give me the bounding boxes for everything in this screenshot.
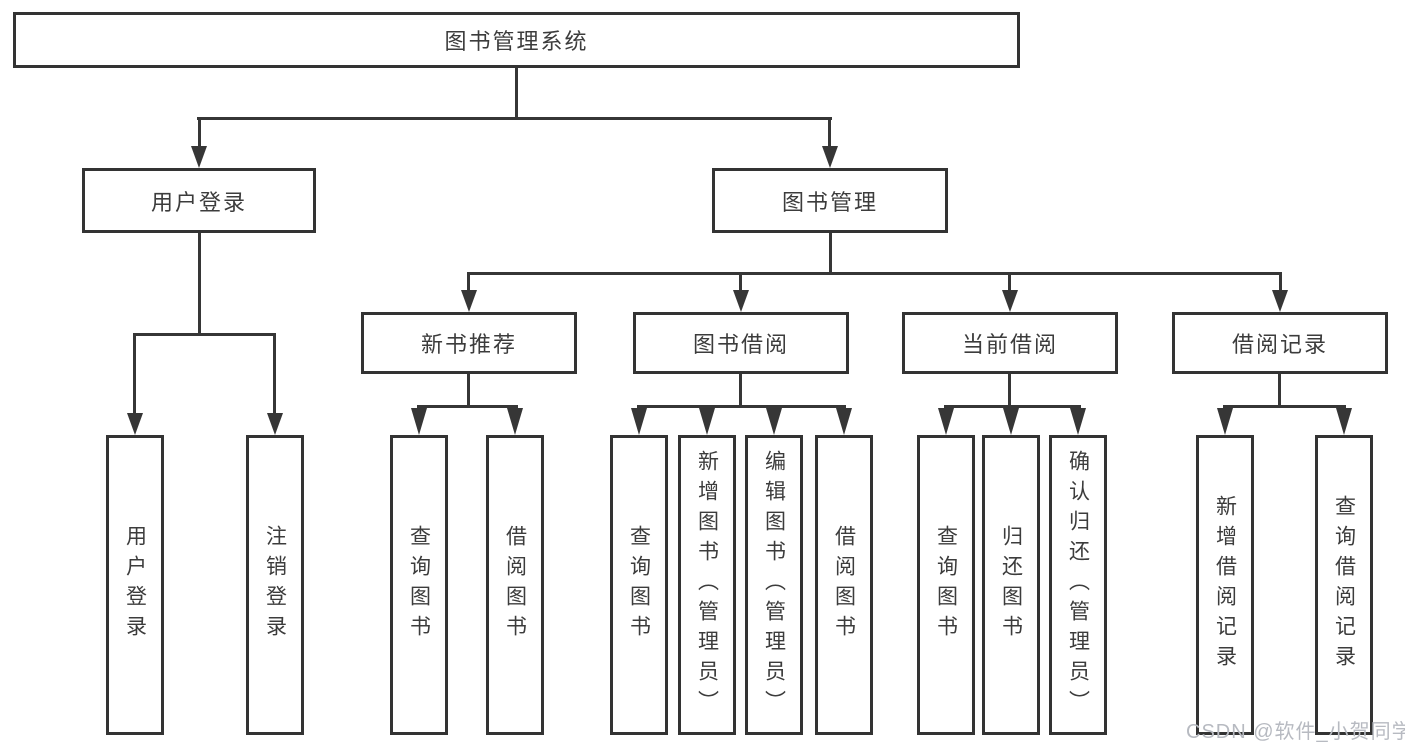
line xyxy=(1278,374,1281,408)
node-book-borrowing: 图书借阅 xyxy=(633,312,849,374)
node-borrow-records: 借阅记录 xyxy=(1172,312,1388,374)
arrow-down-icon xyxy=(766,408,782,435)
arrow-down-icon xyxy=(267,413,283,435)
node-user-login: 用户登录 xyxy=(82,168,316,233)
line xyxy=(467,272,470,292)
arrow-down-icon xyxy=(938,408,954,435)
leaf-user-login: 用户登录 xyxy=(106,435,164,735)
arrow-down-icon xyxy=(1002,290,1018,312)
leaf-query-books: 查询图书 xyxy=(917,435,975,735)
leaf-query-books: 查询图书 xyxy=(390,435,448,735)
leaf-return-books: 归还图书 xyxy=(982,435,1040,735)
line xyxy=(133,333,276,336)
arrow-down-icon xyxy=(461,290,477,312)
arrow-down-icon xyxy=(1003,408,1019,435)
line xyxy=(273,333,276,415)
node-book-management: 图书管理 xyxy=(712,168,948,233)
arrow-down-icon xyxy=(822,146,838,168)
line xyxy=(197,117,832,120)
arrow-down-icon xyxy=(699,408,715,435)
node-new-book-recommend: 新书推荐 xyxy=(361,312,577,374)
line xyxy=(417,405,518,408)
node-label: 用户登录 xyxy=(150,189,247,215)
line xyxy=(1279,272,1282,292)
leaf-confirm-return-admin: 确认归还（管理员） xyxy=(1049,435,1107,735)
line xyxy=(739,374,742,408)
leaf-query-books: 查询图书 xyxy=(610,435,668,735)
line xyxy=(1008,374,1011,408)
node-label: 当前借阅 xyxy=(961,332,1058,357)
node-label: 新书推荐 xyxy=(420,332,517,357)
arrow-down-icon xyxy=(836,408,852,435)
arrow-down-icon xyxy=(507,408,523,435)
node-current-borrowing: 当前借阅 xyxy=(902,312,1118,374)
line xyxy=(637,405,846,408)
arrow-down-icon xyxy=(1217,408,1233,435)
line xyxy=(1008,272,1011,292)
node-root: 图书管理系统 xyxy=(13,12,1020,68)
line xyxy=(133,333,136,415)
line xyxy=(467,374,470,408)
arrow-down-icon xyxy=(411,408,427,435)
line xyxy=(198,117,201,148)
line xyxy=(1223,405,1346,408)
arrow-down-icon xyxy=(127,413,143,435)
node-label: 借阅记录 xyxy=(1231,332,1328,357)
arrow-down-icon xyxy=(1272,290,1288,312)
leaf-borrow-books: 借阅图书 xyxy=(486,435,544,735)
leaf-add-borrow-record: 新增借阅记录 xyxy=(1196,435,1254,735)
arrow-down-icon xyxy=(733,290,749,312)
line xyxy=(198,233,201,336)
watermark: CSDN @软件_小贺同学 xyxy=(1186,721,1405,743)
arrow-down-icon xyxy=(191,146,207,168)
line xyxy=(828,117,831,148)
line xyxy=(739,272,742,292)
node-label: 图书管理 xyxy=(781,189,878,215)
line xyxy=(515,68,518,120)
arrow-down-icon xyxy=(1336,408,1352,435)
line xyxy=(467,272,1282,275)
leaf-borrow-books: 借阅图书 xyxy=(815,435,873,735)
arrow-down-icon xyxy=(1070,408,1086,435)
leaf-logout: 注销登录 xyxy=(246,435,304,735)
line xyxy=(944,405,1081,408)
leaf-add-books-admin: 新增图书（管理员） xyxy=(678,435,736,735)
leaf-edit-books-admin: 编辑图书（管理员） xyxy=(745,435,803,735)
line xyxy=(829,233,832,275)
arrow-down-icon xyxy=(631,408,647,435)
leaf-query-borrow-record: 查询借阅记录 xyxy=(1315,435,1373,735)
node-label: 图书借阅 xyxy=(692,332,789,357)
node-root-label: 图书管理系统 xyxy=(444,29,589,54)
